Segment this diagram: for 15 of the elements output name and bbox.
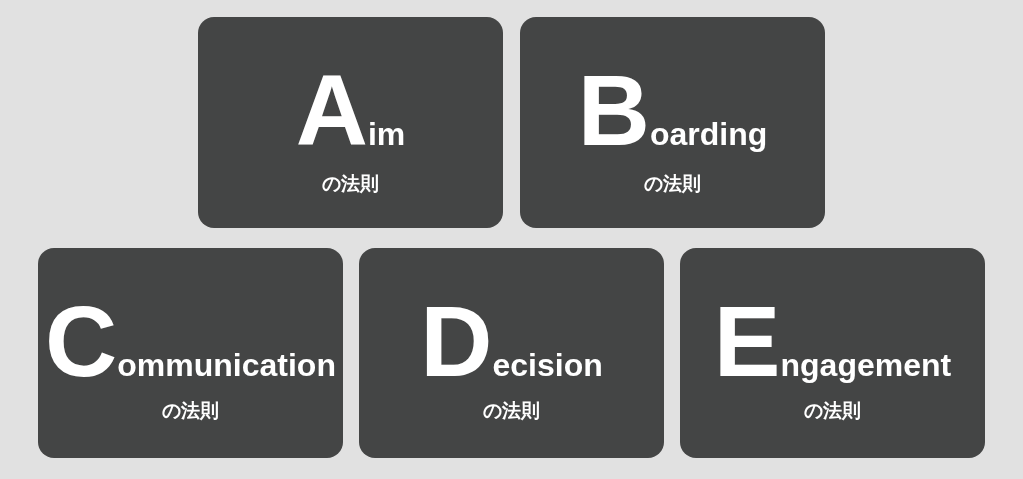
rule-subtitle: の法則 (804, 399, 861, 422)
rule-title: Aim (295, 60, 406, 160)
rule-card (520, 17, 825, 228)
rule-card (680, 248, 985, 458)
rule-subtitle: の法則 (644, 172, 701, 195)
rule-card (198, 17, 503, 228)
rule-title: Decision (420, 291, 603, 391)
rule-subtitle: の法則 (483, 399, 540, 422)
rule-subtitle: の法則 (162, 399, 219, 422)
rule-title: Engagement (713, 291, 952, 391)
rule-title: Boarding (577, 60, 768, 160)
rule-card (359, 248, 664, 458)
rule-card (38, 248, 343, 458)
rule-title: Communication (45, 291, 336, 391)
rule-subtitle: の法則 (322, 172, 379, 195)
